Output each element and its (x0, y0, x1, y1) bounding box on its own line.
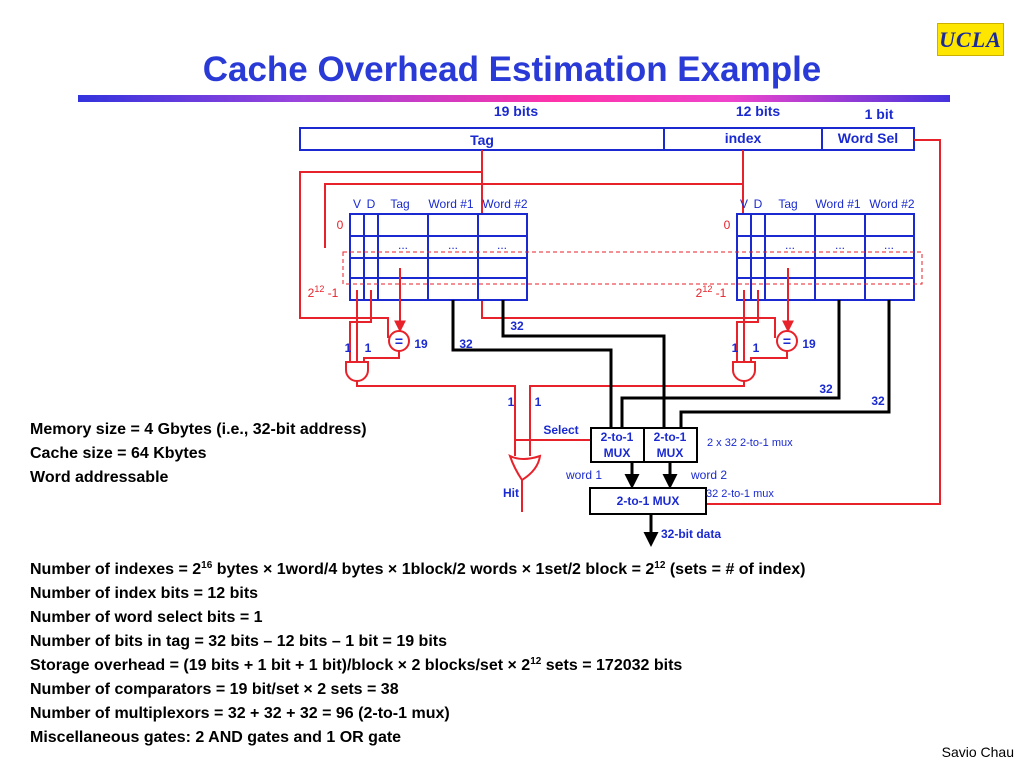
svg-text:2-to-1 MUX: 2-to-1 MUX (617, 494, 680, 508)
bit-label: 1 (535, 395, 542, 409)
cmp-width: 19 (802, 337, 816, 351)
calculations: Number of indexes = 216 bytes × 1word/4 … (30, 558, 805, 750)
row-first: 0 (337, 218, 344, 232)
word1-label: word 1 (565, 468, 602, 482)
calc-indexes: Number of indexes = 216 bytes × 1word/4 … (30, 560, 806, 579)
calc-comparators: Number of comparators = 19 bit/set × 2 s… (30, 681, 399, 698)
ucla-logo: UCLA (937, 23, 1004, 56)
address-wires (299, 139, 941, 510)
mux-left: 2-to-1 MUX (590, 427, 645, 463)
svg-text:2-to-1: 2-to-1 (601, 430, 634, 444)
wordsel-bits-label: 1 bit (865, 106, 894, 122)
row-first: 0 (724, 218, 731, 232)
final-mux: 2-to-1 MUX (589, 487, 707, 515)
wordsel-field: Word Sel (838, 130, 898, 146)
selected-row-highlight (342, 251, 923, 285)
hit-label: Hit (503, 486, 519, 500)
cache-table-right: V D Tag Word #1 Word #2 0 212 -1 ... ...… (696, 197, 915, 301)
bit-label: 1 (345, 341, 352, 355)
data-buses (451, 300, 891, 547)
calc-gates: Miscellaneous gates: 2 AND gates and 1 O… (30, 729, 402, 746)
col-v: V (740, 197, 748, 211)
col-v: V (353, 197, 361, 211)
col-word2: Word #2 (482, 197, 527, 211)
ellipsis: ... (398, 238, 408, 252)
row-last: 212 -1 (696, 284, 727, 300)
equal-sign: = (395, 333, 403, 349)
specs: Memory size = 4 Gbytes (i.e., 32-bit add… (30, 418, 367, 490)
final-mux-note: 32 2-to-1 mux (706, 488, 774, 500)
title-underline (78, 95, 950, 102)
mux-right: 2-to-1 MUX (643, 427, 698, 463)
calc-index-bits: Number of index bits = 12 bits (30, 585, 259, 602)
mux-note: 2 x 32 2-to-1 mux (707, 437, 793, 449)
ellipsis: ... (785, 238, 795, 252)
index-bits-label: 12 bits (736, 103, 781, 119)
col-tag: Tag (390, 197, 409, 211)
index-field: index (725, 130, 762, 146)
word2-label: word 2 (690, 468, 727, 482)
tag-bits-label: 19 bits (494, 103, 539, 119)
col-tag: Tag (778, 197, 797, 211)
address-format: 19 bits 12 bits 1 bit Tag index Word Sel (299, 103, 915, 151)
page-title: Cache Overhead Estimation Example (202, 50, 822, 89)
tag-field: Tag (470, 132, 494, 148)
bus-width: 32 (819, 382, 833, 396)
ellipsis: ... (448, 238, 458, 252)
calc-overhead: Storage overhead = (19 bits + 1 bit + 1 … (30, 656, 683, 675)
spec-line: Memory size = 4 Gbytes (i.e., 32-bit add… (30, 421, 367, 438)
bit-label: 1 (753, 341, 760, 355)
cache-table-left: V D Tag Word #1 Word #2 0 212 -1 ... ...… (308, 197, 528, 301)
calc-tag-bits: Number of bits in tag = 32 bits – 12 bit… (30, 633, 447, 650)
and-gate-right (732, 361, 756, 382)
spec-line: Word addressable (30, 469, 169, 486)
bus-width: 32 (510, 319, 524, 333)
col-d: D (754, 197, 763, 211)
col-d: D (367, 197, 376, 211)
and-gate-left (345, 361, 369, 382)
or-gate (508, 454, 542, 482)
col-word1: Word #1 (815, 197, 860, 211)
bus-width: 32 (459, 337, 473, 351)
calc-multiplexors: Number of multiplexors = 32 + 32 + 32 = … (30, 705, 450, 722)
ellipsis: ... (884, 238, 894, 252)
svg-text:MUX: MUX (657, 446, 684, 460)
row-last: 212 -1 (308, 284, 339, 300)
calc-wordsel-bits: Number of word select bits = 1 (30, 609, 263, 626)
bit-label: 1 (365, 341, 372, 355)
spec-line: Cache size = 64 Kbytes (30, 445, 207, 462)
author-credit: Savio Chau (941, 744, 1014, 760)
logo-text: UCLA (939, 27, 1002, 52)
equal-sign: = (783, 333, 791, 349)
bit-label: 1 (508, 395, 515, 409)
ellipsis: ... (497, 238, 507, 252)
cmp-width: 19 (414, 337, 428, 351)
bus-width: 32 (871, 394, 885, 408)
svg-text:2-to-1: 2-to-1 (654, 430, 687, 444)
comparator-right: = 19 (776, 330, 816, 352)
col-word2: Word #2 (869, 197, 914, 211)
svg-text:MUX: MUX (604, 446, 631, 460)
bit-label: 1 (732, 341, 739, 355)
comparator-left: = 19 (388, 330, 428, 352)
ellipsis: ... (835, 238, 845, 252)
data-out-label: 32-bit data (661, 527, 721, 541)
col-word1: Word #1 (428, 197, 473, 211)
select-label: Select (543, 423, 578, 437)
